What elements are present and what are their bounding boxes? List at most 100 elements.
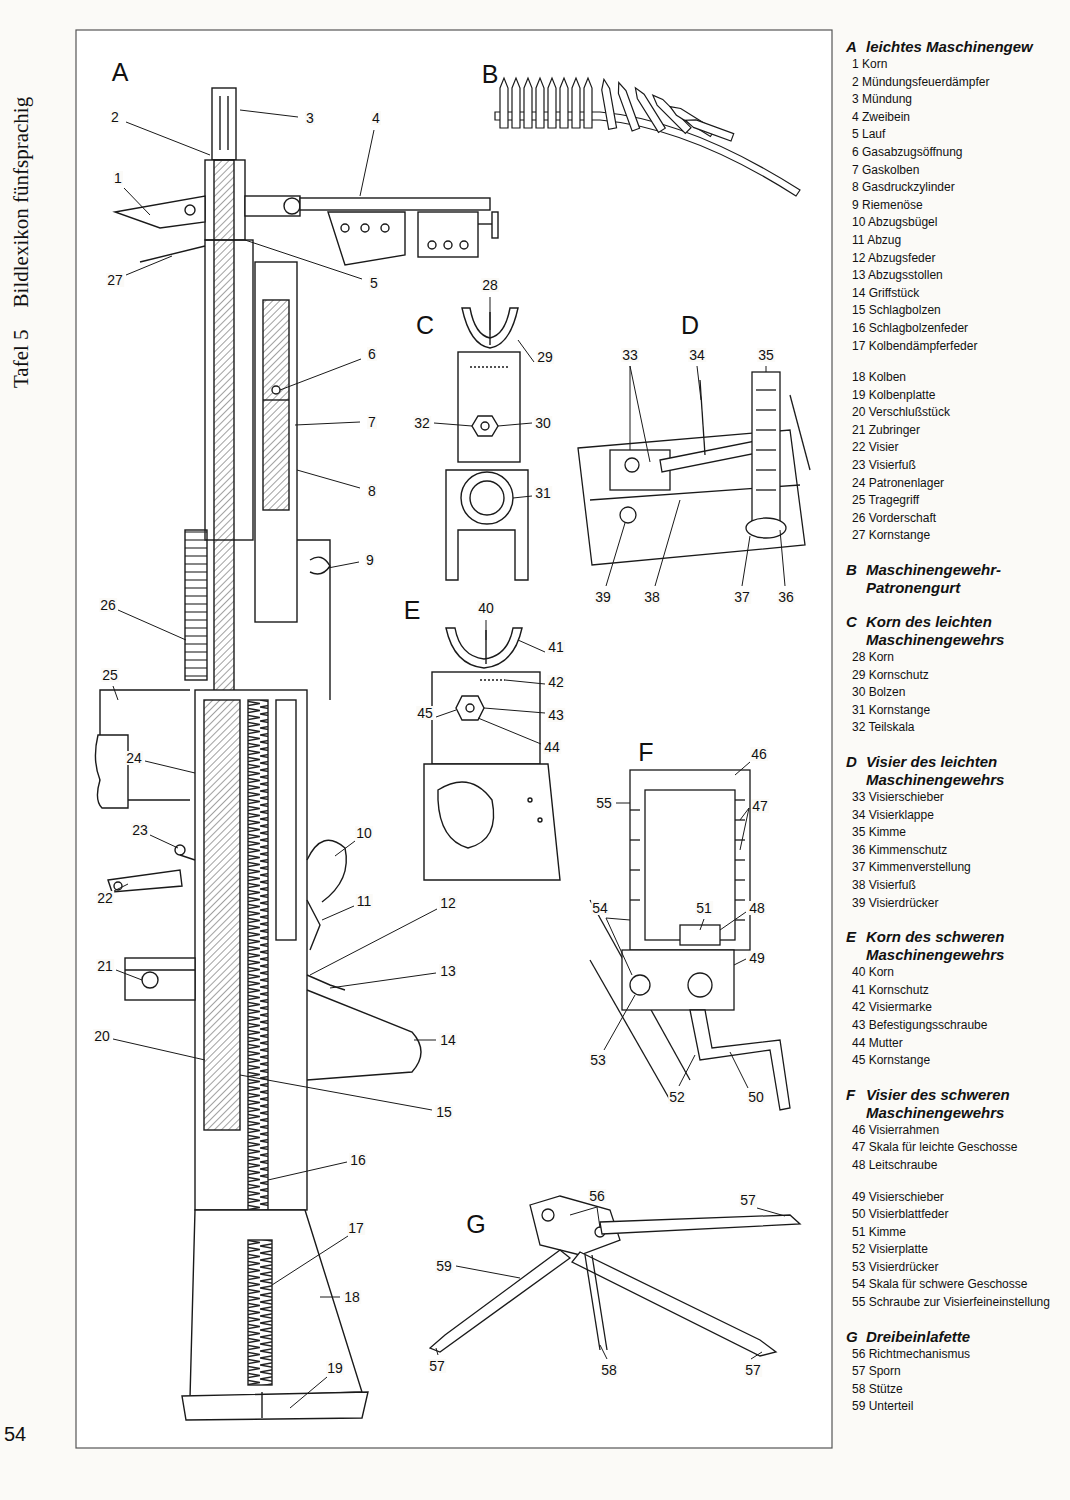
callout-number: 57 [428, 1359, 446, 1373]
callout-number: 38 [643, 590, 661, 604]
section-letter: C [846, 613, 857, 631]
section-heading: Aleichtes Maschinengew [846, 38, 1068, 56]
callout-number: 42 [547, 675, 565, 689]
callout-number: 31 [534, 486, 552, 500]
callout-number: 8 [367, 484, 377, 498]
callout-number: 45 [416, 706, 434, 720]
part-entry: 15 Schlagbolzen [846, 302, 1068, 320]
part-entry: 49 Visierschieber [846, 1189, 1068, 1207]
callout-number: 2 [110, 110, 120, 124]
callout-number: 57 [739, 1193, 757, 1207]
callout-number: 55 [595, 796, 613, 810]
part-entry: 4 Zweibein [846, 109, 1068, 127]
part-entry: 35 Kimme [846, 824, 1068, 842]
part-entry: 50 Visierblattfeder [846, 1206, 1068, 1224]
part-entry: 31 Kornstange [846, 702, 1068, 720]
part-entry: 29 Kornschutz [846, 667, 1068, 685]
part-entry: 34 Visierklappe [846, 807, 1068, 825]
callout-number: 46 [750, 747, 768, 761]
part-entry: 6 Gasabzugsöffnung [846, 144, 1068, 162]
part-entry: 55 Schraube zur Visierfeineinstellung [846, 1294, 1068, 1312]
part-entry: 40 Korn [846, 964, 1068, 982]
callout-number: 13 [439, 964, 457, 978]
section-heading: BMaschinengewehr-Patronengurt [846, 561, 1068, 597]
callout-number: 6 [367, 347, 377, 361]
callout-number: 36 [777, 590, 795, 604]
callout-number: 16 [349, 1153, 367, 1167]
part-entry: 26 Vorderschaft [846, 510, 1068, 528]
part-entry: 18 Kolben [846, 369, 1068, 387]
section-heading: FVisier des schweren Maschinengewehrs [846, 1086, 1068, 1122]
callout-number: 24 [125, 751, 143, 765]
part-entry: 1 Korn [846, 56, 1068, 74]
part-entry: 17 Kolbendämpferfeder [846, 338, 1068, 356]
callout-number: 58 [600, 1363, 618, 1377]
panel-letter: B [482, 62, 499, 87]
callout-number: 27 [106, 273, 124, 287]
part-entry: 54 Skala für schwere Geschosse [846, 1276, 1068, 1294]
section-heading: GDreibeinlafette [846, 1328, 1068, 1346]
part-entry: 43 Befestigungsschraube [846, 1017, 1068, 1035]
callout-number: 26 [99, 598, 117, 612]
callout-number: 22 [96, 891, 114, 905]
callout-number: 28 [481, 278, 499, 292]
part-entry: 51 Kimme [846, 1224, 1068, 1242]
panel-b-belt [495, 78, 800, 196]
callout-number: 54 [591, 901, 609, 915]
part-entry: 28 Korn [846, 649, 1068, 667]
panel-letter: A [112, 60, 129, 85]
callout-number: 18 [343, 1290, 361, 1304]
part-entry: 13 Abzugsstollen [846, 267, 1068, 285]
part-entry: 56 Richtmechanismus [846, 1346, 1068, 1364]
callout-number: 17 [347, 1221, 365, 1235]
parts-list: Aleichtes Maschinengew1 Korn2 Mündungsfe… [846, 38, 1068, 1416]
part-entry: 12 Abzugsfeder [846, 250, 1068, 268]
callout-number: 59 [435, 1259, 453, 1273]
callout-number: 10 [355, 826, 373, 840]
part-entry: 32 Teilskala [846, 719, 1068, 737]
section-heading: DVisier des leichten Maschinengewehrs [846, 753, 1068, 789]
panel-letter: D [681, 313, 699, 338]
section-heading: EKorn des schweren Maschinengewehrs [846, 928, 1068, 964]
part-entry: 52 Visierplatte [846, 1241, 1068, 1259]
callout-number: 48 [748, 901, 766, 915]
callout-number: 50 [747, 1090, 765, 1104]
section-title: leichtes Maschinengew [866, 38, 1068, 56]
panel-letter: E [404, 598, 421, 623]
callout-number: 39 [594, 590, 612, 604]
part-entry: 41 Kornschutz [846, 982, 1068, 1000]
section-letter: A [846, 38, 857, 56]
callout-number: 57 [744, 1363, 762, 1377]
section-title: Visier des schweren Maschinengewehrs [866, 1086, 1068, 1122]
callout-number: 19 [326, 1361, 344, 1375]
part-entry: 16 Schlagbolzenfeder [846, 320, 1068, 338]
part-entry: 7 Gaskolben [846, 162, 1068, 180]
part-entry: 58 Stütze [846, 1381, 1068, 1399]
callout-number: 49 [748, 951, 766, 965]
panel-d-rear-sight [578, 372, 810, 565]
part-entry: 14 Griffstück [846, 285, 1068, 303]
callout-number: 44 [543, 740, 561, 754]
callout-number: 1 [113, 171, 123, 185]
callout-number: 47 [751, 799, 769, 813]
part-entry: 57 Sporn [846, 1363, 1068, 1381]
callout-number: 32 [413, 416, 431, 430]
callout-number: 51 [695, 901, 713, 915]
part-entry: 27 Kornstange [846, 527, 1068, 545]
callout-number: 15 [435, 1105, 453, 1119]
part-entry: 24 Patronenlager [846, 475, 1068, 493]
callout-number: 14 [439, 1033, 457, 1047]
part-entry: 48 Leitschraube [846, 1157, 1068, 1175]
panel-g-tripod [430, 1196, 800, 1356]
part-entry: 19 Kolbenplatte [846, 387, 1068, 405]
part-entry: 23 Visierfuß [846, 457, 1068, 475]
section-title: Korn des leichten Maschinengewehrs [866, 613, 1068, 649]
callout-number: 11 [356, 894, 373, 908]
section-letter: D [846, 753, 857, 771]
part-entry: 44 Mutter [846, 1035, 1068, 1053]
part-entry: 42 Visiermarke [846, 999, 1068, 1017]
part-entry: 5 Lauf [846, 126, 1068, 144]
section-title: Korn des schweren Maschinengewehrs [866, 928, 1068, 964]
callout-number: 4 [371, 111, 381, 125]
book-title: Bildlexikon fünfsprachig [8, 97, 34, 308]
